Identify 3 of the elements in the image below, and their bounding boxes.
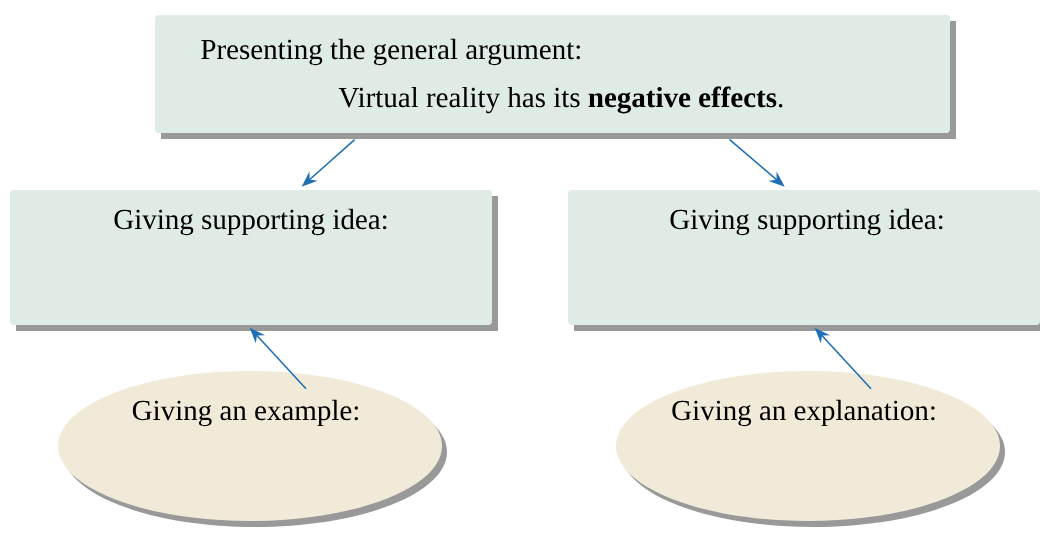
text-box: Giving supporting idea:	[568, 190, 1040, 331]
text-box: Presenting the general argument: Virtual reality has its negative effects.	[155, 15, 956, 139]
text-box: Giving supporting idea:	[10, 190, 498, 331]
